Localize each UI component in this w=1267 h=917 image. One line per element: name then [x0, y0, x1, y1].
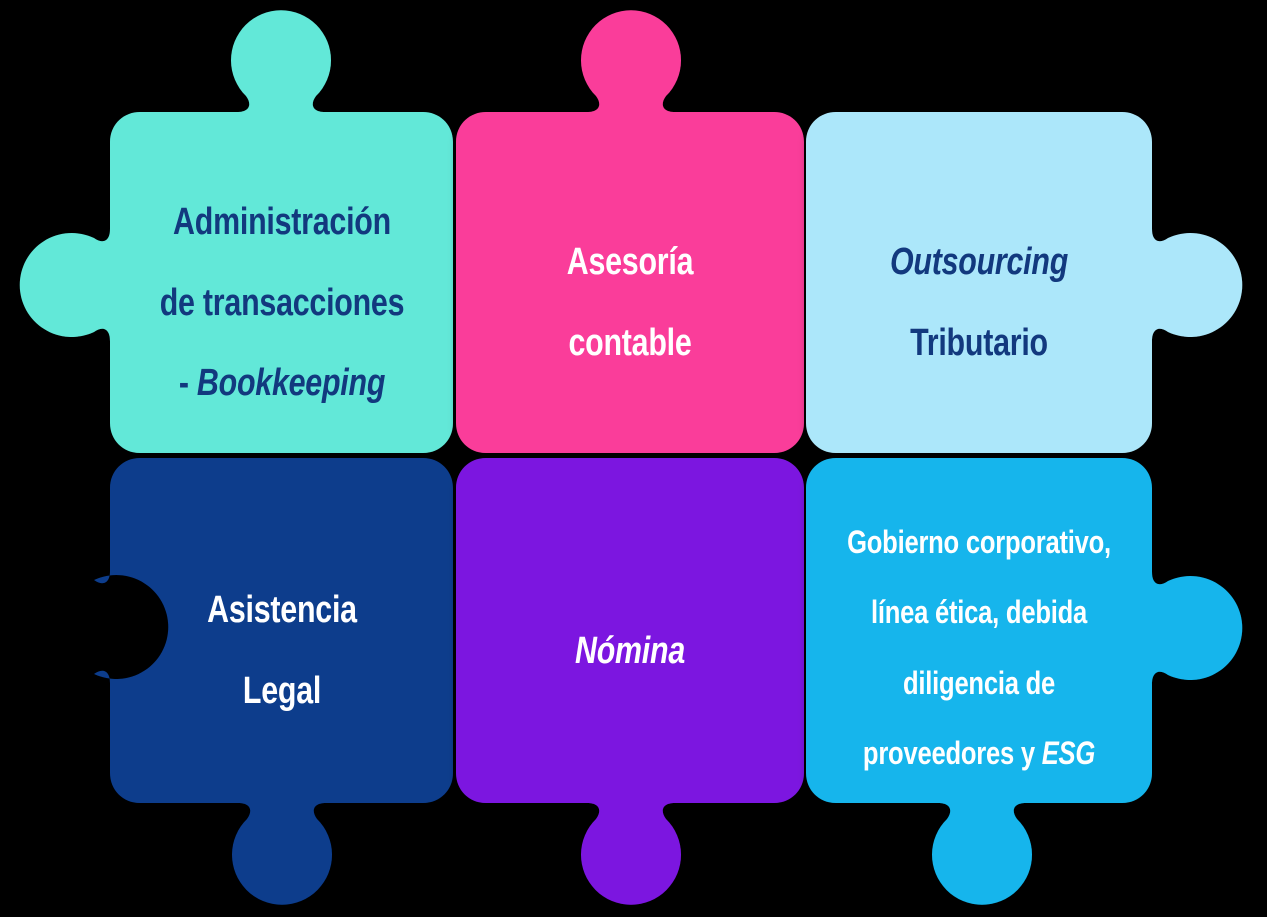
- puzzle-piece-outsourcing-tributario[interactable]: [806, 112, 1243, 453]
- puzzle-piece-nomina[interactable]: [456, 458, 804, 905]
- puzzle-piece-asistencia-legal[interactable]: [94, 458, 453, 905]
- puzzle-piece-asesoria-contable[interactable]: [456, 10, 804, 453]
- puzzle-piece-bookkeeping[interactable]: [19, 10, 453, 453]
- puzzle-piece-gobierno-corporativo[interactable]: [806, 458, 1243, 905]
